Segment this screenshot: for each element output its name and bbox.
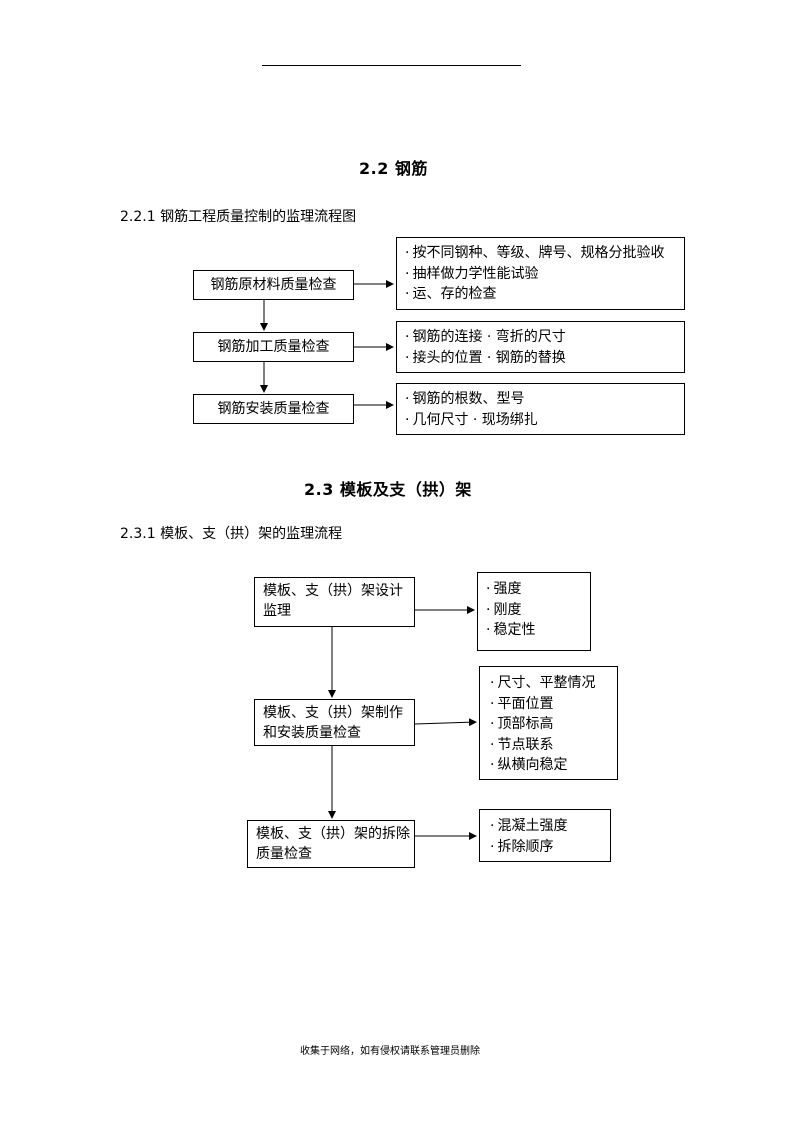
list-item: 钢筋的根数、型号 [405,389,676,410]
list-item: 钢筋的连接 · 弯折的尺寸 [405,327,676,348]
step-label-line2: 和安装质量检查 [263,725,361,741]
list-item: 尺寸、平整情况 [490,673,607,694]
step-label-line1: 模板、支（拱）架的拆除 [256,826,410,842]
list-item: 顶部标高 [490,714,607,735]
formwork-design-supervision-box: 模板、支（拱）架设计 监理 [254,577,415,627]
rebar-processing-items-box: 钢筋的连接 · 弯折的尺寸 接头的位置 · 钢筋的替换 [396,321,685,373]
footer-note: 收集于网络，如有侵权请联系管理员删除 [300,1046,480,1057]
list-item: 纵横向稳定 [490,755,607,776]
step-label: 钢筋加工质量检查 [217,339,330,355]
list-item: 接头的位置 · 钢筋的替换 [405,348,676,369]
list-item: 稳定性 [486,620,582,641]
list-item: 刚度 [486,600,582,621]
subsection-heading-2-2-1: 2.2.1 钢筋工程质量控制的监理流程图 [120,209,357,225]
arrow-right [414,718,477,727]
list-item: 几何尺寸 · 现场绑扎 [405,410,676,431]
formwork-removal-items-box: 混凝土强度 拆除顺序 [479,809,611,862]
section-heading-2-3: 2.3 模板及支（拱）架 [304,480,472,499]
list-item: 混凝土强度 [490,816,600,837]
step-label-line1: 模板、支（拱）架设计 [263,583,403,599]
list-item: 强度 [486,579,582,600]
formwork-fabrication-items-box: 尺寸、平整情况 平面位置 顶部标高 节点联系 纵横向稳定 [479,666,618,780]
list-item: 节点联系 [490,735,607,756]
step-label-line1: 模板、支（拱）架制作 [263,705,403,721]
section-heading-2-2: 2.2 钢筋 [359,159,428,178]
rebar-raw-material-check-box: 钢筋原材料质量检查 [193,270,354,300]
rebar-raw-material-items-box: 按不同钢种、等级、牌号、规格分批验收 抽样做力学性能试验 运、存的检查 [396,237,685,310]
step-label: 钢筋安装质量检查 [217,401,330,417]
formwork-removal-check-box: 模板、支（拱）架的拆除 质量检查 [247,820,415,868]
list-item: 拆除顺序 [490,837,600,858]
formwork-design-items-box: 强度 刚度 稳定性 [477,572,591,651]
list-item: 按不同钢种、等级、牌号、规格分批验收 [405,243,676,264]
step-label-line2: 质量检查 [256,846,312,862]
rebar-installation-check-box: 钢筋安装质量检查 [193,394,354,424]
step-label-line2: 监理 [263,603,291,619]
list-item: 平面位置 [490,694,607,715]
header-rule [262,65,521,66]
step-label: 钢筋原材料质量检查 [210,277,337,293]
list-item: 运、存的检查 [405,284,676,305]
rebar-installation-items-box: 钢筋的根数、型号 几何尺寸 · 现场绑扎 [396,383,685,435]
subsection-heading-2-3-1: 2.3.1 模板、支（拱）架的监理流程 [120,526,343,542]
list-item: 抽样做力学性能试验 [405,264,676,285]
formwork-fabrication-check-box: 模板、支（拱）架制作 和安装质量检查 [254,699,415,746]
rebar-processing-check-box: 钢筋加工质量检查 [193,332,354,362]
